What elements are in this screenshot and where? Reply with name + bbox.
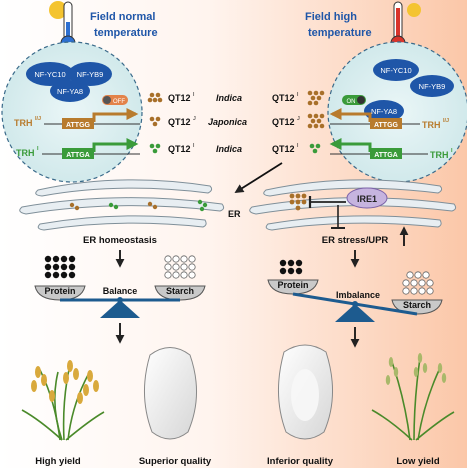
svg-text:I: I xyxy=(297,92,299,98)
svg-text:I: I xyxy=(37,146,39,152)
right-title-line1: Field high xyxy=(305,11,357,23)
svg-text:QT12: QT12 xyxy=(272,93,295,103)
left-er-cargo-orange xyxy=(69,201,158,211)
left-er xyxy=(19,179,225,231)
left-off-switch: OFF xyxy=(102,95,128,105)
svg-text:I: I xyxy=(193,92,195,98)
svg-text:I: I xyxy=(451,148,453,154)
svg-text:J: J xyxy=(297,116,300,122)
superior-quality-label: Superior quality xyxy=(139,456,212,467)
left-nucleus xyxy=(1,41,143,183)
svg-text:OFF: OFF xyxy=(113,99,125,105)
er-label: ER xyxy=(228,209,241,219)
left-title-line2: temperature xyxy=(94,27,158,39)
high-yield-label: High yield xyxy=(35,456,81,467)
svg-text:TRH: TRH xyxy=(430,150,449,160)
ire1-label: IRE1 xyxy=(357,194,377,204)
left-gene-top: TRH I/J ATTGG xyxy=(14,108,140,129)
center-row-2: QT12 J Japonica QT12 J xyxy=(149,113,325,129)
svg-text:I/J: I/J xyxy=(443,118,449,124)
svg-text:I/J: I/J xyxy=(35,116,41,122)
left-starch-label: Starch xyxy=(166,286,194,296)
svg-text:I: I xyxy=(193,143,195,149)
svg-text:ATTGA: ATTGA xyxy=(374,152,398,159)
svg-text:TRH: TRH xyxy=(14,118,33,128)
svg-text:TRH: TRH xyxy=(422,120,441,130)
left-gene-bottom: TRH I ATTGA xyxy=(16,138,140,159)
svg-text:Indica: Indica xyxy=(216,93,242,103)
right-protein-label: Protein xyxy=(277,280,308,290)
right-factor-yb9: NF-YB9 xyxy=(419,82,446,91)
thermometer-hot-icon xyxy=(390,1,421,51)
right-gene-top: ATTGG TRH I/J xyxy=(329,108,449,130)
stressed-rice-plant-image xyxy=(371,353,455,441)
balance-label: Balance xyxy=(103,286,138,296)
center-row-1: QT12 I Indica QT12 I xyxy=(147,90,325,106)
left-nf-complex: NF-YC10 NF-YB9 NF-YA8 xyxy=(26,62,112,102)
svg-text:QT12: QT12 xyxy=(168,117,191,127)
left-title-line1: Field normal xyxy=(90,11,155,23)
right-protein-dots xyxy=(279,259,303,275)
center-row-3: QT12 I Indica QT12 I xyxy=(149,143,321,154)
left-factor-yb9: NF-YB9 xyxy=(77,70,104,79)
left-factor-ya8: NF-YA8 xyxy=(57,87,83,96)
inferior-quality-label: Inferior quality xyxy=(267,456,334,467)
svg-text:TRH: TRH xyxy=(16,148,35,158)
right-factor-ya8: NF-YA8 xyxy=(371,107,397,116)
right-er xyxy=(249,179,457,231)
right-er-cargo xyxy=(289,193,307,211)
right-title-line2: temperature xyxy=(308,27,372,39)
imbalance-label: Imbalance xyxy=(336,290,380,300)
chalky-center xyxy=(291,369,319,421)
svg-text:ON: ON xyxy=(347,99,356,105)
right-nf-complex: NF-YC10 NF-YB9 NF-YA8 xyxy=(364,59,454,122)
left-protein-dots xyxy=(44,255,76,279)
low-yield-label: Low yield xyxy=(396,456,439,467)
svg-text:J: J xyxy=(193,116,196,122)
right-starch-label: Starch xyxy=(403,300,431,310)
svg-text:I: I xyxy=(297,143,299,149)
svg-text:ATTGG: ATTGG xyxy=(374,122,399,129)
er-homeostasis-label: ER homeostasis xyxy=(83,235,157,246)
healthy-rice-plant-image xyxy=(21,360,105,441)
svg-text:QT12: QT12 xyxy=(168,93,191,103)
svg-text:QT12: QT12 xyxy=(168,144,191,154)
left-protein-label: Protein xyxy=(44,286,75,296)
right-on-switch: ON xyxy=(342,95,366,105)
right-imbalance-scale xyxy=(267,279,443,322)
left-factor-yc10: NF-YC10 xyxy=(34,70,65,79)
ire1-protein xyxy=(346,187,388,209)
svg-text:ATTGG: ATTGG xyxy=(66,122,91,129)
right-gene-bottom: ATTGA TRH I xyxy=(329,138,453,160)
left-starch-dots xyxy=(164,255,196,279)
svg-text:QT12: QT12 xyxy=(272,117,295,127)
svg-text:Indica: Indica xyxy=(216,144,242,154)
svg-text:Japonica: Japonica xyxy=(208,117,247,127)
superior-grain-image xyxy=(143,347,198,440)
right-factor-yc10: NF-YC10 xyxy=(380,66,411,75)
right-starch-dots xyxy=(402,271,434,295)
svg-text:QT12: QT12 xyxy=(272,144,295,154)
arrow-to-er xyxy=(234,162,283,193)
left-balance-scale xyxy=(34,285,206,318)
svg-text:ATTGA: ATTGA xyxy=(66,152,90,159)
left-er-cargo-green xyxy=(108,199,208,212)
er-stress-label: ER stress/UPR xyxy=(322,235,389,246)
